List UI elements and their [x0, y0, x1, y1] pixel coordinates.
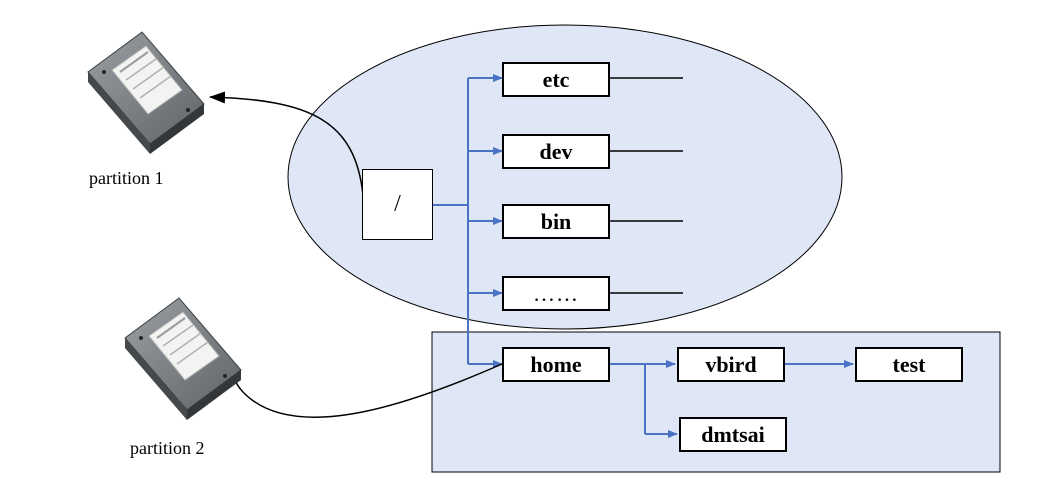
partition-1-label: partition 1: [89, 168, 164, 188]
dir-node-home: home: [502, 347, 610, 382]
mount-arrow-root: [209, 91, 364, 196]
dir-node-dev: dev: [502, 134, 610, 169]
root-partition-ellipse: [287, 24, 843, 330]
dir-node-bin: bin: [502, 204, 610, 239]
dir-node-etc: etc: [502, 62, 610, 97]
stub-lines: [610, 77, 683, 294]
dir-node-test: test: [855, 347, 963, 382]
dir-node-more: ……: [502, 276, 610, 311]
hard-disk-drive-icon: [124, 297, 242, 420]
tree-lines: [433, 74, 854, 438]
partition-2-label: partition 2: [130, 438, 205, 458]
root-dir-node: /: [362, 169, 433, 240]
hard-disk-drive-icon: [87, 31, 205, 154]
dir-node-dmtsai: dmtsai: [679, 417, 787, 452]
dir-node-vbird: vbird: [677, 347, 785, 382]
